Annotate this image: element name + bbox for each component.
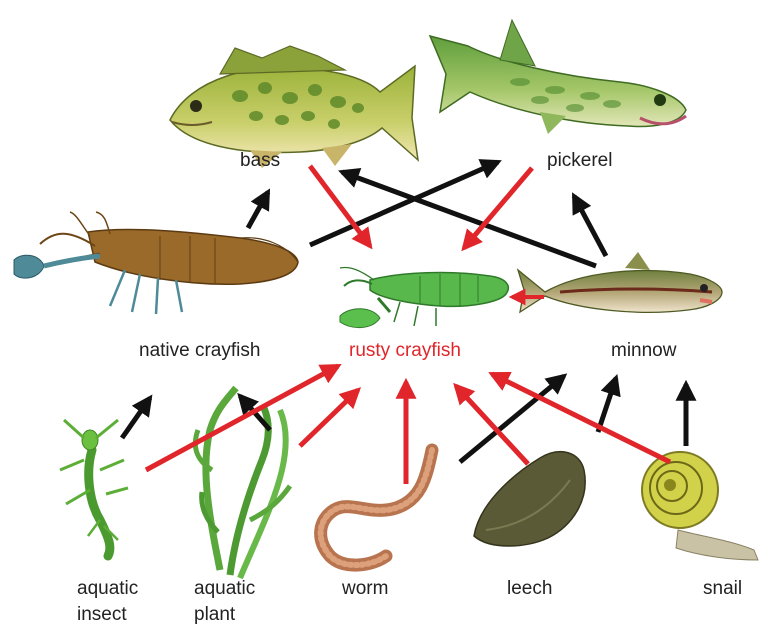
label-rusty-crayfish: rusty crayfish (349, 340, 461, 362)
bass-fish-icon (170, 46, 418, 168)
label-aquatic-plant: aquatic plant (194, 578, 255, 626)
label-aquatic-plant-line2: plant (194, 604, 255, 626)
label-snail: snail (703, 578, 742, 600)
arrow-snail-to-rusty-crayfish (492, 374, 670, 462)
label-pickerel: pickerel (547, 150, 612, 172)
arrow-aquatic-insect-to-rusty-crayfish (146, 366, 338, 470)
arrow-native-crayfish-to-bass (248, 192, 268, 228)
label-native-crayfish: native crayfish (139, 340, 260, 362)
arrow-leech-to-minnow (598, 378, 616, 432)
label-aquatic-plant-line1: aquatic (194, 578, 255, 600)
label-aquatic-insect: aquatic insect (77, 578, 138, 626)
label-minnow: minnow (611, 340, 676, 362)
worm-icon (321, 450, 432, 565)
arrow-minnow-to-pickerel (574, 196, 606, 256)
rusty-crayfish-icon (340, 268, 508, 328)
label-bass: bass (240, 150, 280, 172)
label-aquatic-insect-line2: insect (77, 604, 138, 626)
arrow-aquatic-plant-to-rusty-crayfish (300, 390, 358, 446)
label-aquatic-insect-line1: aquatic (77, 578, 138, 600)
label-leech: leech (507, 578, 552, 600)
minnow-fish-icon (518, 252, 722, 312)
arrow-aquatic-insect-to-native-crayfish (122, 398, 150, 438)
leech-icon (474, 452, 585, 546)
arrow-leech-to-rusty-crayfish (456, 386, 528, 464)
native-crayfish-icon (14, 212, 298, 314)
label-worm: worm (342, 578, 388, 600)
aquatic-insect-icon (60, 420, 128, 556)
pickerel-fish-icon (430, 20, 686, 134)
snail-icon (642, 452, 758, 560)
arrow-minnow-to-bass (342, 172, 596, 266)
arrow-layer (122, 162, 686, 484)
